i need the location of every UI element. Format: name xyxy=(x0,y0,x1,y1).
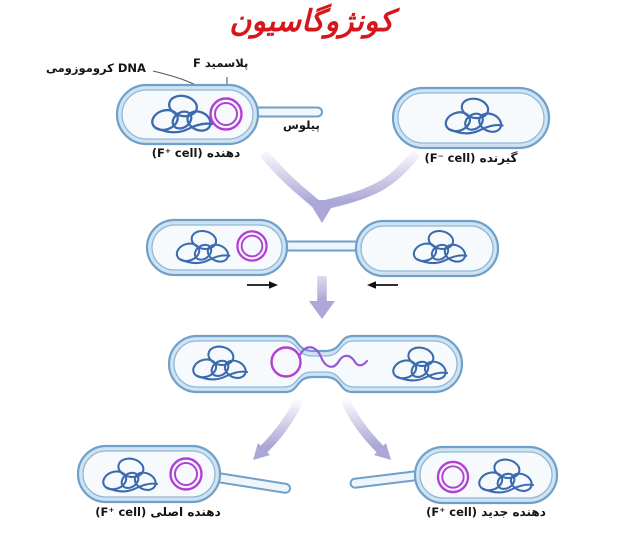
original-donor-name: دهنده اصلی xyxy=(150,505,221,519)
recipient-type: (F⁻ cell) xyxy=(424,151,476,165)
new-donor-label: دهنده جدید (F⁺ cell) xyxy=(386,505,586,519)
donor-name: دهنده xyxy=(206,146,241,160)
diagram-title: کونژوگاسیون xyxy=(229,4,394,39)
attached-donor-cell xyxy=(145,218,289,277)
original-donor-type: (F⁺ cell) xyxy=(95,505,147,519)
split-left-arrow-icon xyxy=(253,399,302,460)
transfer-strand xyxy=(297,346,369,368)
merge-arrow-icon xyxy=(261,151,419,223)
donor-cell xyxy=(115,83,260,146)
new-donor-name: دهنده جدید xyxy=(481,505,546,519)
recipient-cell xyxy=(391,86,551,150)
split-right-arrow-icon xyxy=(342,399,391,460)
recipient-name: گیرنده xyxy=(479,151,518,165)
down-arrow-icon xyxy=(309,276,335,319)
new-donor-type: (F⁺ cell) xyxy=(426,505,478,519)
original-donor-label: دهنده اصلی (F⁺ cell) xyxy=(58,505,258,519)
pilus-shape xyxy=(249,106,323,118)
original-donor-cell xyxy=(76,444,222,504)
conjugation-bridge xyxy=(279,240,363,252)
attached-recipient-cell xyxy=(354,219,500,278)
donor-type: (F⁺ cell) xyxy=(151,146,203,160)
pilus-label: پیلوس xyxy=(283,118,320,132)
transferring-plasmid xyxy=(270,346,369,378)
f-plasmid-label: پلاسمید F xyxy=(193,56,249,70)
chromosomal-dna-label: DNA کروموزومی xyxy=(46,61,146,75)
donor-label: دهنده (F⁺ cell) xyxy=(96,146,296,160)
recipient-label: گیرنده (F⁻ cell) xyxy=(371,151,571,165)
fused-cell xyxy=(167,334,464,394)
approach-arrows xyxy=(247,281,398,289)
new-donor-cell xyxy=(413,445,559,505)
